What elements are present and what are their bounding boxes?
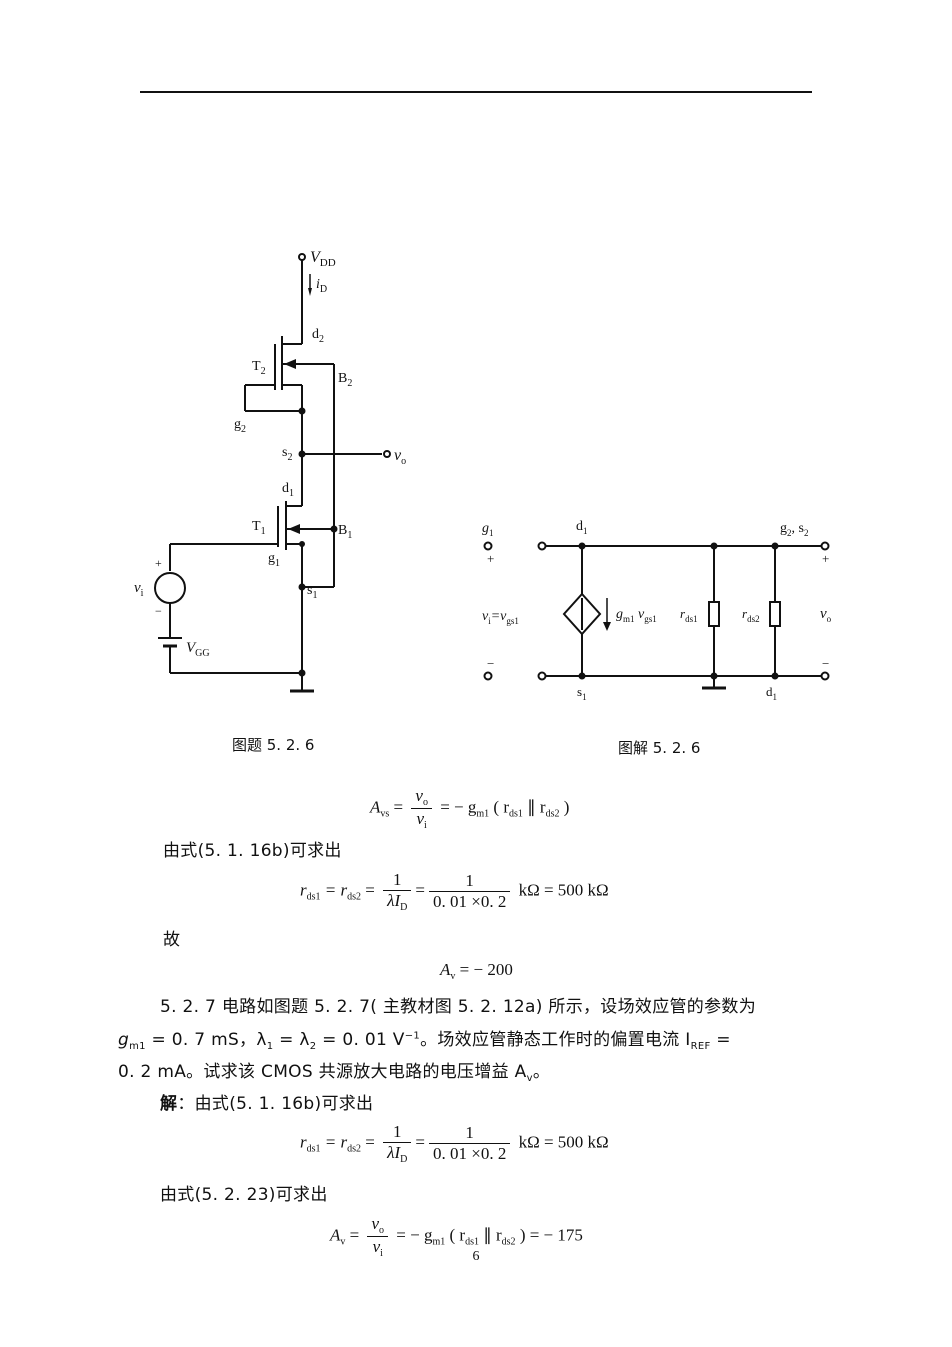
problem-5-2-7-line-3: 0. 2 mA。试求该 CMOS 共源放大电路的电压增益 Av。 <box>118 1062 551 1084</box>
text-line-2: 故 <box>163 930 181 950</box>
label-t2: T2 <box>252 359 266 377</box>
text-line-3: 由式(5. 2. 23)可求出 <box>160 1185 328 1205</box>
label-minus: − <box>155 604 162 618</box>
label-id: iD <box>316 277 327 295</box>
label-g1: g1 <box>268 551 280 569</box>
label-b1: B1 <box>338 523 352 541</box>
caption-right: 图解 5. 2. 6 <box>618 739 701 757</box>
label-plus-right: + <box>822 551 829 566</box>
label-vo: vo <box>394 447 406 467</box>
label-g2-s2: g2, s2 <box>780 521 808 538</box>
label-b2: B2 <box>338 371 352 389</box>
figure-right-equivalent: g1 d1 g2, s2 + + vi=vgs1 gm1 vgs1 rds1 r… <box>482 519 832 702</box>
label-rds2: rds2 <box>742 606 760 624</box>
label-t1: T1 <box>252 519 266 537</box>
label-vi-vgs1: vi=vgs1 <box>482 609 519 626</box>
label-d1-bottom: d1 <box>766 684 777 702</box>
label-d1: d1 <box>282 481 294 499</box>
problem-5-2-7-line-2: gm1 = 0. 7 mS，λ1 = λ2 = 0. 01 V−1。场效应管静态… <box>118 1030 731 1052</box>
label-s1: s1 <box>307 583 317 601</box>
text-line-1: 由式(5. 1. 16b)可求出 <box>163 841 342 861</box>
solution-intro: 解：由式(5. 1. 16b)可求出 <box>160 1094 374 1114</box>
label-g1: g1 <box>482 521 494 538</box>
label-minus-left: − <box>487 656 494 671</box>
label-vo: vo <box>820 606 832 624</box>
header-rule <box>140 91 812 93</box>
label-s1: s1 <box>577 684 587 702</box>
label-d1-top: d1 <box>576 519 588 536</box>
problem-5-2-7-line-1: 5. 2. 7 电路如图题 5. 2. 7( 主教材图 5. 2. 12a) 所… <box>160 997 757 1017</box>
label-plus-left: + <box>487 551 494 566</box>
label-vdd: VDD <box>310 249 336 269</box>
caption-left: 图题 5. 2. 6 <box>232 736 315 754</box>
figure-left-circuit: VDD iD d2 T2 B2 g2 s2 vo d1 T1 B1 g1 s1 … <box>134 249 406 693</box>
page-number: 6 <box>472 1249 480 1264</box>
label-s2: s2 <box>282 445 292 463</box>
label-rds1: rds1 <box>680 606 698 624</box>
label-d2: d2 <box>312 327 324 345</box>
label-vgg: VGG <box>186 640 210 659</box>
equation-av-200: Av = − 200 <box>440 960 513 982</box>
label-gm-vgs: gm1 vgs1 <box>616 607 657 624</box>
label-vi: vi <box>134 580 144 599</box>
label-g2: g2 <box>234 417 246 435</box>
label-minus-right: − <box>822 656 829 671</box>
label-plus: + <box>155 556 162 570</box>
